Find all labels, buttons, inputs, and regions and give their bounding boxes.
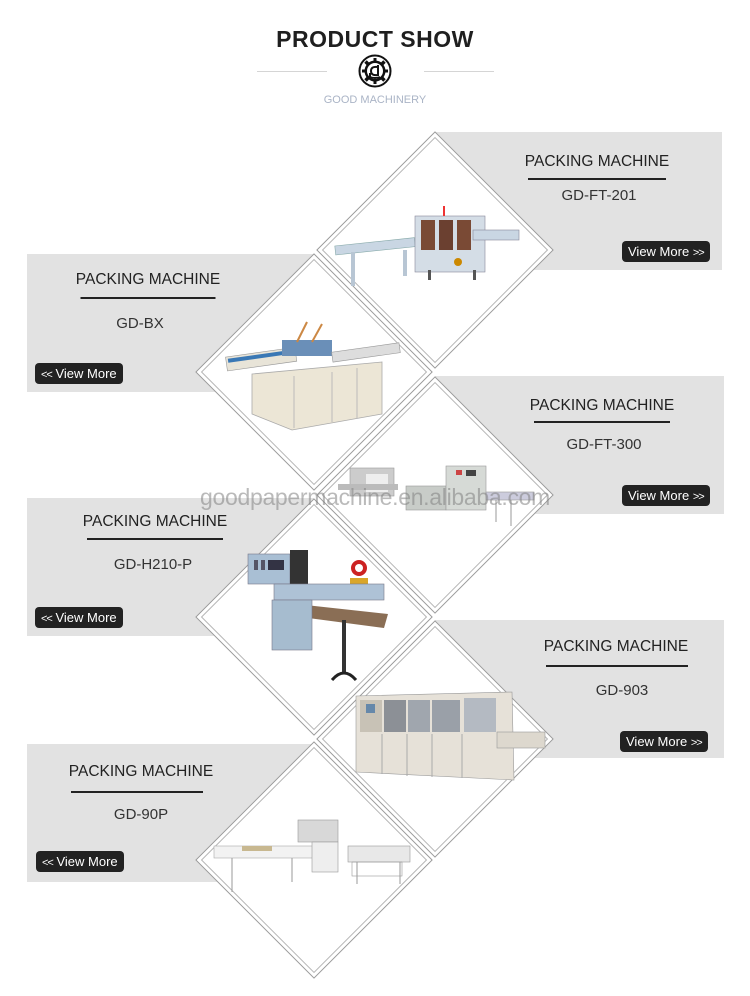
product-category: PACKING MACHINE	[68, 763, 214, 780]
view-more-label: View More	[56, 854, 118, 869]
gear-g-logo-icon	[358, 54, 392, 88]
header-divider-right	[424, 71, 494, 72]
view-more-button[interactable]: View More >>	[620, 731, 708, 752]
view-more-button[interactable]: View More >>	[622, 241, 710, 262]
view-more-button[interactable]: << View More	[35, 607, 123, 628]
product-category: PACKING MACHINE	[529, 397, 675, 414]
product-divider	[80, 297, 216, 299]
product-category: PACKING MACHINE	[82, 513, 228, 530]
view-more-label: View More	[55, 366, 117, 381]
view-more-button[interactable]: << View More	[36, 851, 124, 872]
product-model: GD-903	[595, 682, 649, 699]
machine-image-gd-ft-201	[334, 206, 520, 286]
chevron-left-icon: <<	[41, 613, 53, 625]
brand-subtitle: GOOD MACHINERY	[323, 94, 427, 106]
chevron-left-icon: <<	[42, 857, 54, 869]
chevron-right-icon: >>	[692, 491, 705, 503]
machine-image-gd-ft-300	[338, 465, 535, 526]
page-title: PRODUCT SHOW	[276, 26, 474, 52]
product-divider	[528, 178, 666, 180]
product-category: PACKING MACHINE	[75, 271, 221, 288]
view-more-label: View More	[626, 734, 688, 749]
chevron-right-icon: >>	[692, 247, 705, 259]
product-divider	[87, 538, 223, 540]
product-model: GD-BX	[116, 315, 164, 332]
machine-image-gd-903	[355, 691, 546, 781]
product-model: GD-90P	[113, 806, 169, 823]
header-divider-left	[257, 71, 327, 72]
view-more-label: View More	[628, 244, 690, 259]
machine-image-gd-90p	[213, 819, 411, 892]
view-more-button[interactable]: View More >>	[622, 485, 710, 506]
view-more-button[interactable]: << View More	[35, 363, 123, 384]
product-divider	[71, 791, 203, 793]
product-model: GD-FT-201	[561, 187, 637, 204]
product-category: PACKING MACHINE	[524, 153, 670, 170]
machine-image-gd-h210-p	[247, 550, 388, 682]
product-model: GD-FT-300	[566, 436, 642, 453]
chevron-right-icon: >>	[690, 737, 703, 749]
product-divider	[546, 665, 688, 667]
product-divider	[534, 421, 670, 423]
machine-image-gd-bx	[225, 321, 401, 431]
view-more-label: View More	[55, 610, 117, 625]
product-model: GD-H210-P	[113, 556, 193, 573]
chevron-left-icon: <<	[41, 369, 53, 381]
product-category: PACKING MACHINE	[543, 638, 689, 655]
view-more-label: View More	[628, 488, 690, 503]
